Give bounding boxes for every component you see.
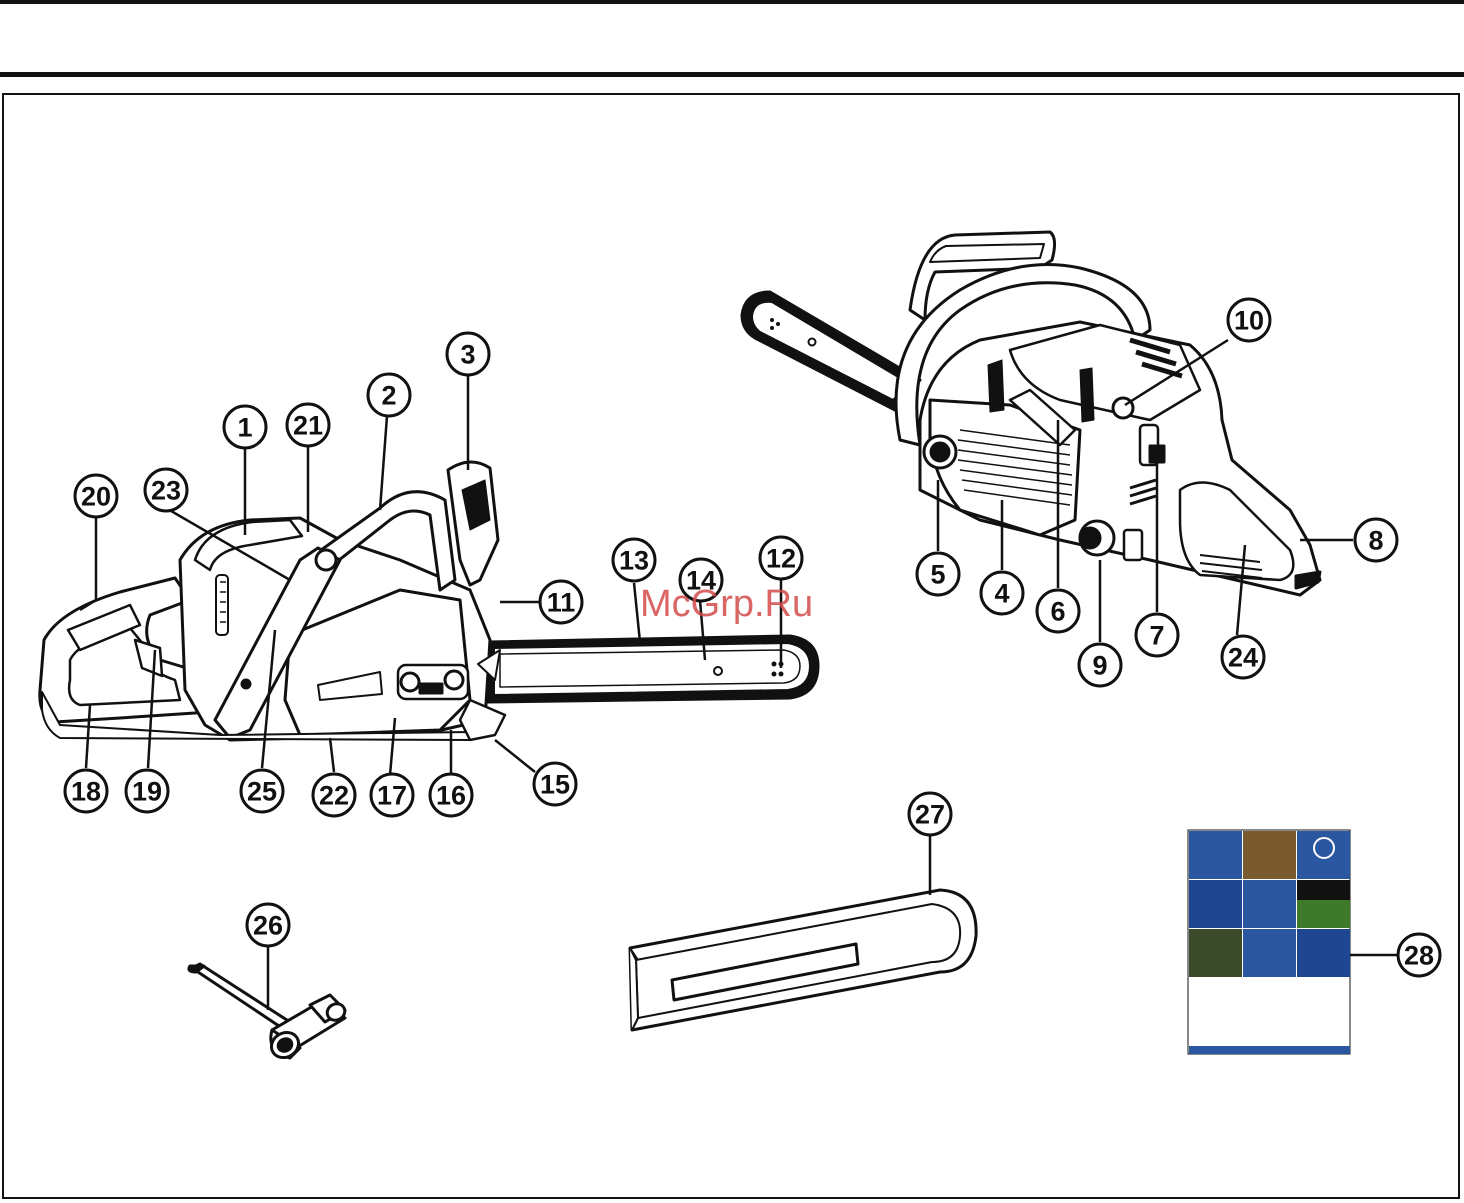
callout-number: 26	[253, 911, 283, 941]
callout-number: 7	[1149, 621, 1164, 651]
callout-number: 10	[1234, 306, 1264, 336]
guide-bar-side	[488, 636, 818, 702]
callout-17: 17	[371, 774, 413, 816]
callout-9: 9	[1079, 644, 1121, 686]
callout-8: 8	[1355, 519, 1397, 561]
callout-number: 18	[71, 777, 101, 807]
callout-number: 28	[1404, 941, 1434, 971]
callout-6: 6	[1037, 590, 1079, 632]
operators-manual	[1188, 830, 1350, 1054]
callout-11: 11	[540, 581, 582, 623]
watermark-text: McGrp.Ru	[640, 583, 813, 625]
callout-number: 17	[377, 781, 407, 811]
callout-15: 15	[534, 763, 576, 805]
callout-number: 13	[619, 546, 649, 576]
callout-27: 27	[909, 793, 951, 835]
callout-number: 15	[540, 770, 570, 800]
callout-26: 26	[247, 904, 289, 946]
callout-20: 20	[75, 475, 117, 517]
callout-number: 21	[293, 411, 323, 441]
callout-number: 25	[247, 777, 277, 807]
callout-23: 23	[145, 469, 187, 511]
callout-number: 19	[132, 777, 162, 807]
bar-guard	[630, 890, 976, 1030]
callout-number: 11	[547, 588, 576, 618]
callout-number: 4	[994, 579, 1009, 609]
chainsaw-three-quarter-view	[742, 232, 1320, 595]
callout-28: 28	[1398, 934, 1440, 976]
callout-number: 2	[381, 381, 396, 411]
callout-5: 5	[917, 553, 959, 595]
callout-number: 24	[1228, 643, 1258, 673]
callout-number: 23	[151, 476, 181, 506]
callout-number: 8	[1368, 526, 1383, 556]
callout-25: 25	[241, 770, 283, 812]
callout-22: 22	[313, 774, 355, 816]
callout-number: 9	[1092, 651, 1107, 681]
callout-number: 1	[237, 413, 252, 443]
callout-number: 20	[81, 482, 111, 512]
callout-13: 13	[613, 539, 655, 581]
callout-21: 21	[287, 404, 329, 446]
callout-2: 2	[368, 374, 410, 416]
callout-number: 3	[460, 340, 475, 370]
callout-24: 24	[1222, 636, 1264, 678]
callout-4: 4	[981, 572, 1023, 614]
callout-7: 7	[1136, 614, 1178, 656]
callout-number: 27	[915, 800, 945, 830]
callout-10: 10	[1228, 299, 1270, 341]
callout-1: 1	[224, 406, 266, 448]
callout-number: 5	[930, 560, 945, 590]
callout-number: 12	[766, 544, 796, 574]
callout-18: 18	[65, 770, 107, 812]
callout-number: 16	[436, 781, 466, 811]
callout-19: 19	[126, 770, 168, 812]
callout-number: 22	[319, 781, 349, 811]
callout-16: 16	[430, 774, 472, 816]
callout-number: 6	[1050, 597, 1065, 627]
callout-12: 12	[760, 537, 802, 579]
callout-3: 3	[447, 333, 489, 375]
